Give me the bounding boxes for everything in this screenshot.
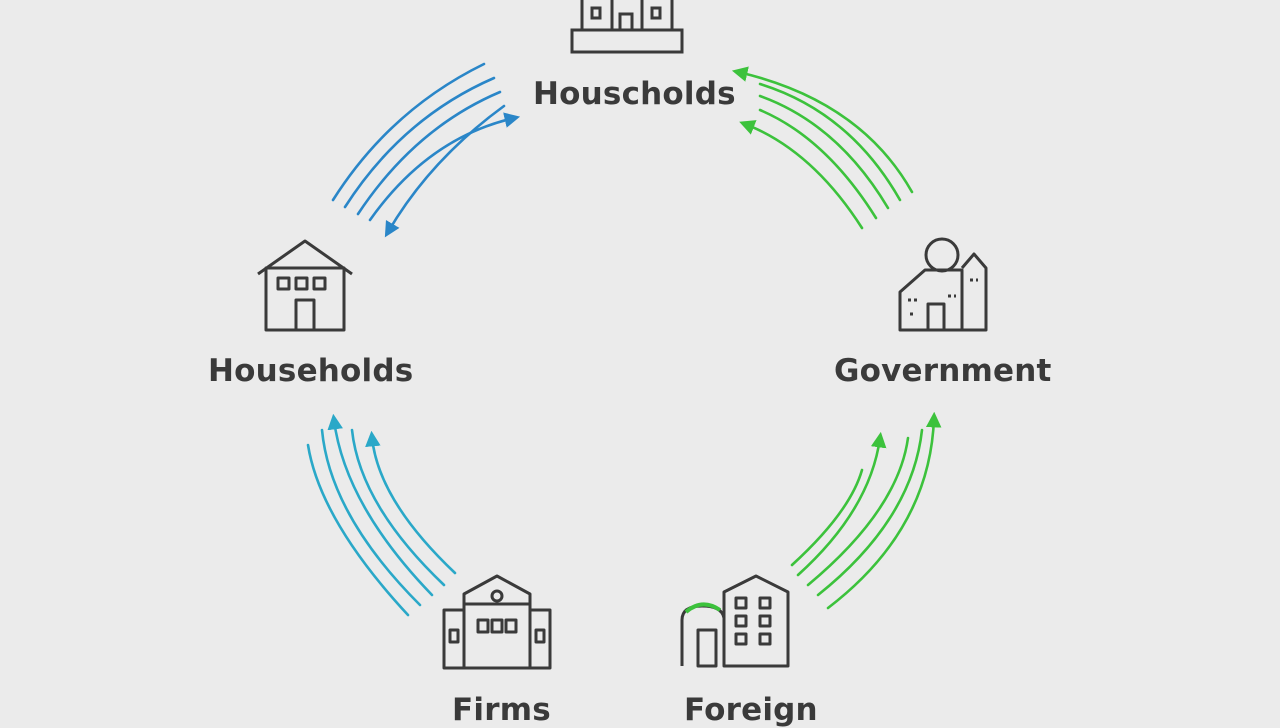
firm-building-icon	[442, 574, 552, 670]
node-label-households: Households	[208, 353, 414, 389]
government-building-icon	[898, 237, 988, 332]
flow-arrows-top-right	[731, 66, 914, 230]
house-icon	[257, 239, 353, 332]
node-label-top: Houscholds	[533, 76, 736, 112]
foreign-building-icon	[680, 574, 790, 668]
flow-arrows-bottom-right	[790, 411, 942, 610]
node-label-government: Government	[834, 353, 1052, 389]
flow-arrows-bottom-left	[306, 413, 457, 617]
building-icon	[570, 0, 684, 54]
node-label-foreign: Foreign	[684, 692, 818, 728]
node-label-firms: Firms	[452, 692, 551, 728]
flow-arrows-top-left	[331, 62, 521, 238]
